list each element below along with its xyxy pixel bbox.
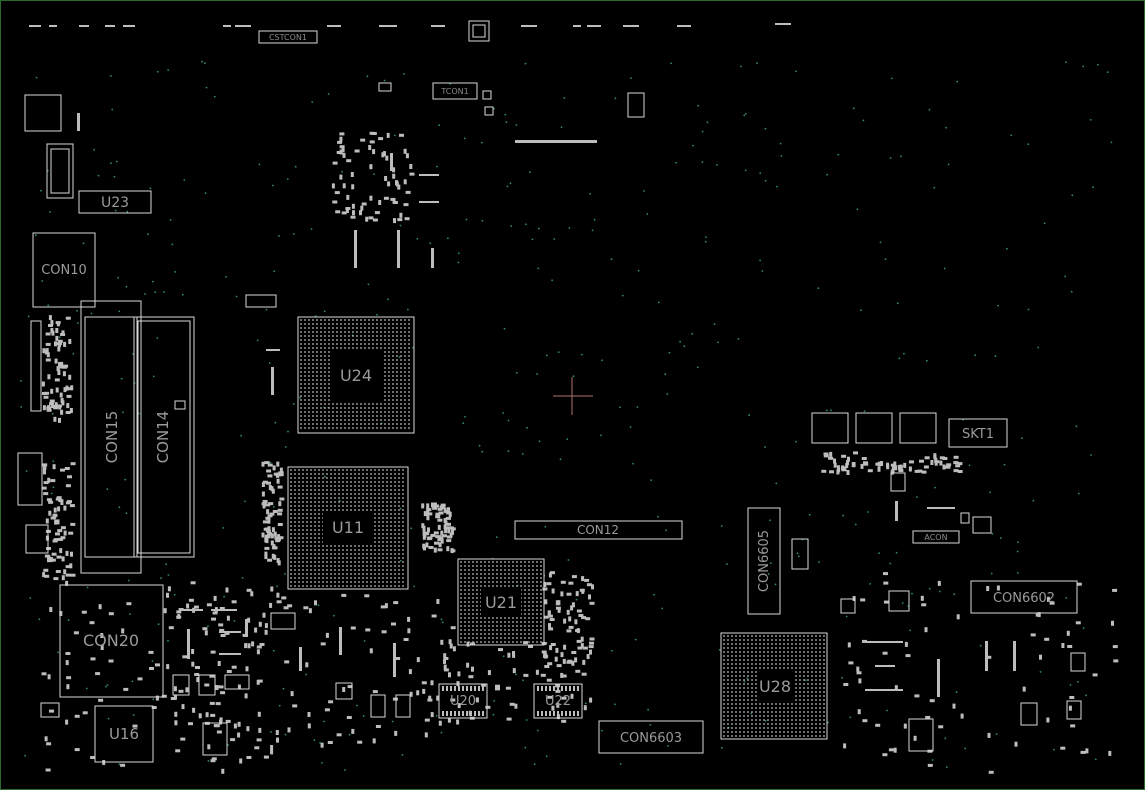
component-con6603[interactable]: CON6603 (598, 720, 704, 754)
lower-misc-parts (40, 501, 1086, 756)
label-acon: ACON (924, 533, 947, 542)
component-con20[interactable]: CON20 (59, 584, 164, 698)
label-con6603: CON6603 (620, 731, 682, 746)
component-small-box-top[interactable] (627, 92, 645, 118)
component-u11[interactable]: U11 (287, 466, 409, 590)
label-u22: U22 (545, 694, 571, 709)
socket-pads-row (811, 412, 992, 534)
cursor-crosshair (553, 377, 593, 415)
label-tcon1: TCON1 (440, 87, 468, 96)
component-acon[interactable]: ACON (912, 530, 960, 544)
label-con6602: CON6602 (993, 591, 1055, 606)
component-u16[interactable]: U16 (94, 705, 154, 763)
component-con15[interactable]: CON15 (80, 300, 142, 574)
component-con12[interactable]: CON12 (514, 520, 683, 540)
label-u11: U11 (332, 518, 364, 537)
label-cstcon1: CSTCON1 (269, 33, 307, 42)
via-field (20, 60, 1113, 771)
component-skt1[interactable]: SKT1 (948, 418, 1008, 448)
component-con6602[interactable]: CON6602 (970, 580, 1078, 614)
component-con10[interactable]: CON10 (32, 232, 96, 308)
label-u21: U21 (485, 593, 517, 612)
label-u20: U20 (450, 694, 476, 709)
component-u23[interactable]: U23 (78, 190, 152, 214)
top-edge-parts (29, 20, 791, 42)
label-con10: CON10 (41, 263, 87, 278)
label-u24: U24 (340, 366, 372, 385)
label-u23: U23 (101, 195, 129, 211)
left-column-parts (17, 94, 280, 554)
component-u28[interactable]: U28 (720, 632, 828, 740)
label-u16: U16 (109, 725, 139, 743)
smd-pad-field (41, 131, 1119, 774)
component-small-box-mid[interactable] (791, 538, 809, 570)
label-skt1: SKT1 (962, 427, 994, 442)
label-con20: CON20 (83, 631, 139, 650)
label-con15: CON15 (103, 411, 121, 464)
component-u22[interactable]: U22 (533, 683, 583, 719)
component-con14[interactable]: CON14 (133, 316, 195, 558)
label-con14: CON14 (154, 411, 172, 464)
component-cstcon1[interactable]: CSTCON1 (258, 30, 318, 44)
component-u24[interactable]: U24 (297, 316, 415, 434)
component-u20[interactable]: U20 (438, 683, 488, 719)
label-con12: CON12 (577, 523, 619, 537)
top-middle-parts (354, 140, 597, 268)
component-con6605[interactable]: CON6605 (747, 507, 781, 615)
component-u21[interactable]: U21 (457, 558, 545, 646)
label-u28: U28 (759, 677, 791, 696)
component-tcon1[interactable]: TCON1 (378, 82, 494, 116)
label-con6605: CON6605 (757, 530, 772, 592)
